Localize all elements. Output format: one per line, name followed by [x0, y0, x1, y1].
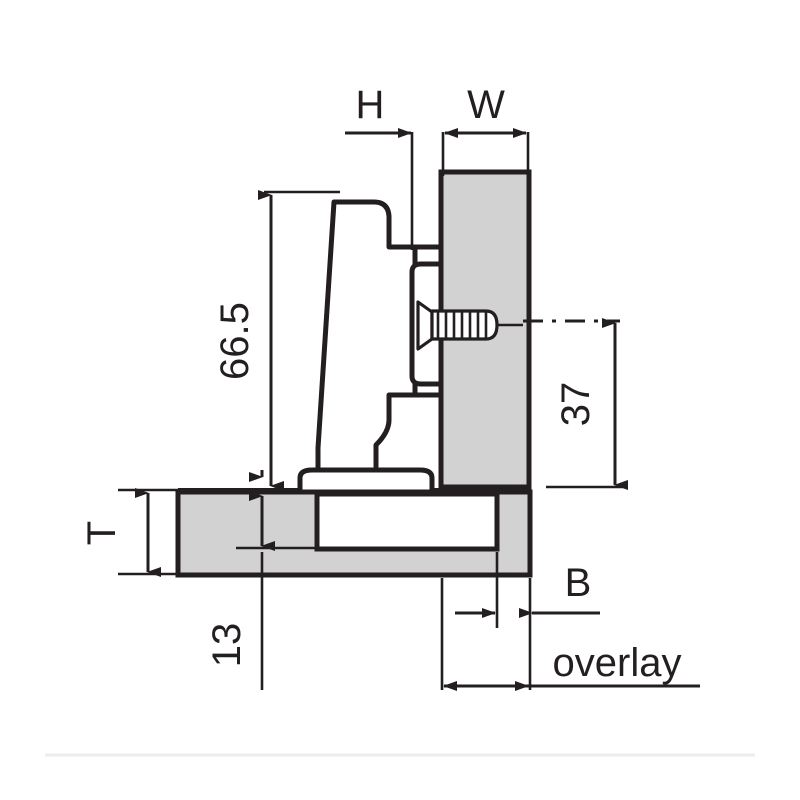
dimension-B: B	[455, 561, 600, 618]
dimension-T: T	[80, 488, 161, 577]
hinge-arm	[315, 199, 418, 473]
dimension-W: W	[444, 83, 527, 138]
dimension-label-T: T	[80, 521, 124, 545]
dimension-label-B: B	[565, 561, 592, 605]
dimension-13: 13	[205, 470, 275, 668]
hinge-cup-bore	[314, 491, 500, 552]
dimension-37: 37	[554, 318, 628, 490]
hinge-cup	[178, 467, 529, 495]
dimension-label-13: 13	[205, 623, 249, 668]
dimension-overlay: overlay	[443, 641, 700, 691]
dimension-H: H	[345, 83, 412, 138]
dimension-label-W: W	[467, 83, 505, 127]
dimension-label-37: 37	[554, 382, 598, 427]
dimension-66-5: 66.5	[213, 190, 284, 491]
door-panel	[175, 489, 533, 578]
dimension-label-overlay: overlay	[553, 641, 682, 685]
dimension-label-H: H	[356, 83, 385, 127]
mounting-screw	[416, 300, 523, 351]
dimension-label-66-5: 66.5	[213, 302, 257, 380]
